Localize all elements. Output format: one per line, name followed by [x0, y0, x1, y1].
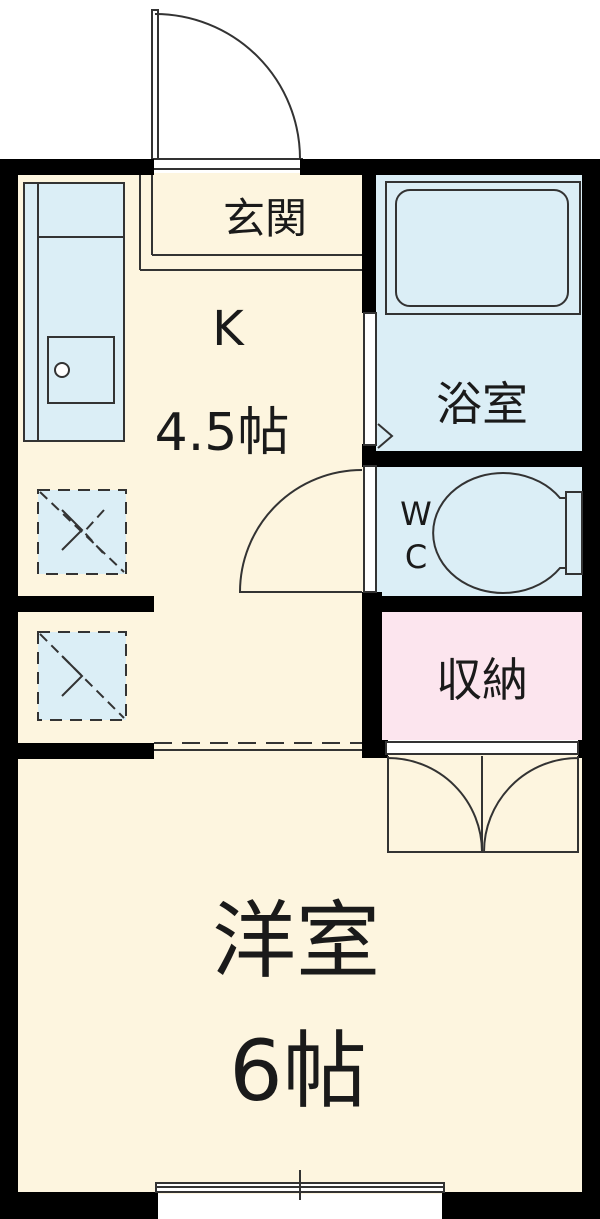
vent-upper — [37, 489, 127, 575]
western-room-floor — [14, 750, 590, 1194]
wall-storage-bottom-right — [578, 740, 590, 758]
wc-label-c: C — [405, 538, 427, 576]
kitchen-size: 4.5帖 — [155, 403, 290, 463]
bath-label: 浴室 — [436, 377, 528, 431]
walls — [0, 159, 600, 1219]
toilet — [432, 472, 583, 594]
kitchen-counter — [23, 182, 125, 442]
faucet — [54, 362, 70, 378]
entrance-door — [151, 9, 303, 170]
wc-door — [238, 465, 377, 593]
vent-lower — [37, 631, 127, 721]
kitchen-label: K — [212, 301, 245, 357]
western-room-label: 洋室 — [212, 892, 380, 990]
bath-door — [363, 312, 394, 449]
wall-top-right — [300, 159, 600, 175]
wall-partition-vertical-lower — [362, 592, 382, 758]
western-room-size: 6帖 — [229, 1022, 366, 1120]
wall-top-left — [0, 159, 154, 175]
wall-hall-upper — [0, 596, 154, 612]
storage-floor — [376, 608, 590, 740]
bathtub — [385, 181, 581, 315]
storage-door — [385, 741, 579, 853]
wall-hall-lower — [0, 743, 154, 759]
wall-bottom-right — [442, 1192, 600, 1219]
wall-left — [0, 159, 18, 1219]
wall-partition-vertical-upper — [362, 173, 376, 313]
wall-wc-storage — [362, 596, 590, 612]
storage-label: 収納 — [436, 653, 528, 707]
entrance-label: 玄関 — [223, 194, 307, 243]
wall-bath-wc — [362, 451, 590, 467]
entrance-door-frame — [151, 158, 303, 170]
wc-label-w: W — [400, 495, 432, 533]
entrance-area — [139, 175, 362, 271]
wall-right — [582, 159, 600, 1219]
wall-bottom-left — [0, 1192, 158, 1219]
window — [155, 1170, 445, 1200]
